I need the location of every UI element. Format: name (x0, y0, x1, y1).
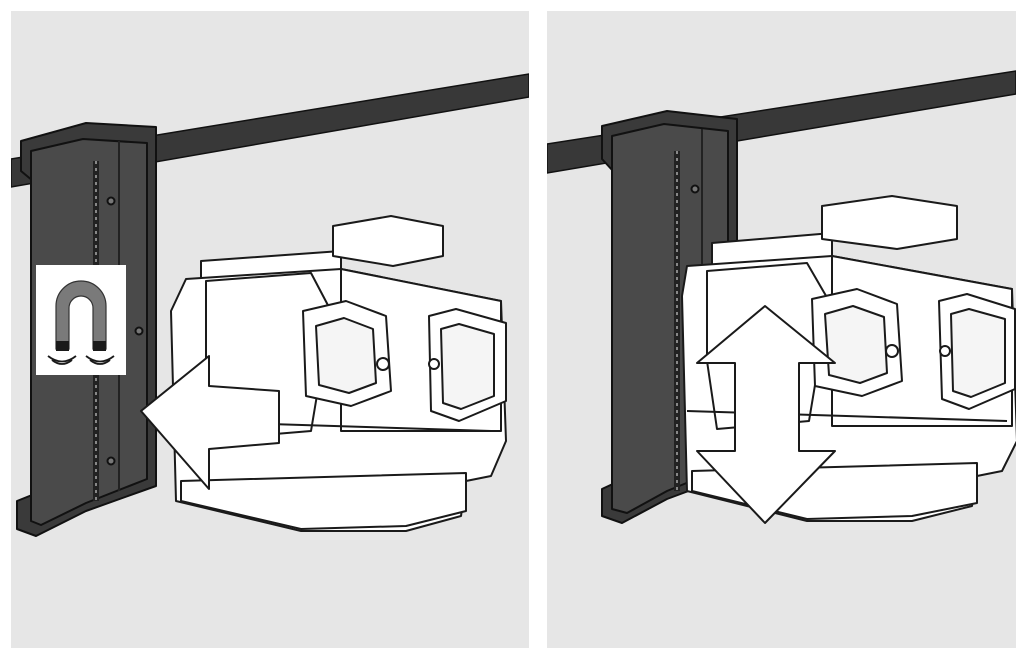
left-arrow-icon (140, 355, 280, 490)
magnet-icon (36, 265, 126, 375)
up-down-arrow-icon (696, 305, 836, 524)
step-2-illustration (547, 11, 1016, 648)
panel-step-1 (11, 11, 529, 648)
panel-step-2 (547, 11, 1016, 648)
step-1-illustration (11, 11, 529, 648)
instruction-figure (11, 11, 1016, 648)
cross-line-laser (170, 215, 507, 532)
